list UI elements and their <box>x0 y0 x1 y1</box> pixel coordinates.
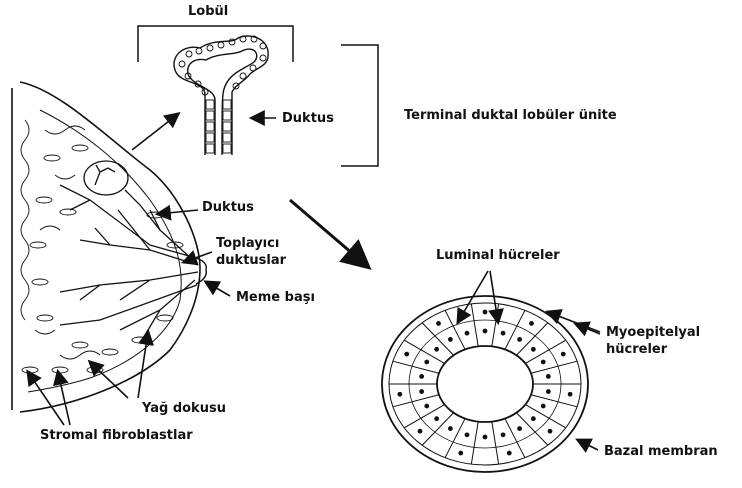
duct-branch-3 <box>125 190 195 262</box>
myoepithelial-nucleus <box>548 429 553 434</box>
luminal-nucleus <box>541 404 546 409</box>
luminal-nucleus <box>541 360 546 365</box>
cell-wall <box>531 361 577 373</box>
duct-cross-section <box>382 296 588 472</box>
myoepithelial-nucleus <box>436 321 441 326</box>
cell-wall <box>492 304 499 347</box>
luminal-nucleus <box>517 426 522 431</box>
arrow-bazal <box>578 440 598 450</box>
luminal-nucleus <box>465 432 470 437</box>
cell-wall <box>505 310 525 349</box>
cell-wall <box>404 405 444 428</box>
arrow-stromal-2 <box>58 372 70 425</box>
luminal-nucleus <box>448 426 453 431</box>
nipple <box>196 258 206 284</box>
arrow-yag-2 <box>138 332 148 398</box>
label-meme-basi: Meme başı <box>236 290 315 306</box>
arrow-myo-2 <box>576 324 600 334</box>
myoepithelial-nucleus <box>397 392 402 397</box>
luminal-nucleus <box>434 347 439 352</box>
luminal-nucleus <box>419 389 424 394</box>
cell-wall <box>471 304 478 347</box>
arrow-yag-1 <box>90 362 128 398</box>
luminal-nucleus <box>434 416 439 421</box>
cell-nuclei <box>397 310 572 456</box>
label-toplayici-2: duktuslar <box>216 253 286 269</box>
label-duktus-mid: Duktus <box>202 200 254 216</box>
luminal-nucleus <box>419 374 424 379</box>
luminal-nucleus <box>546 389 551 394</box>
myoepithelial-nucleus <box>507 451 512 456</box>
duct-branch-6 <box>60 285 197 325</box>
arrow-duktus-mid <box>158 210 198 214</box>
label-bazal-membran: Bazal membran <box>604 444 718 460</box>
cell-wall <box>471 422 478 465</box>
label-lobul: Lobül <box>188 4 228 20</box>
label-yag-dokusu: Yağ dokusu <box>142 401 226 417</box>
radial-cell-walls <box>389 304 581 464</box>
label-myoepitelyal-1: Myoepitelyal <box>606 325 700 341</box>
label-myoepitelyal-2: hücreler <box>606 342 667 358</box>
myoepithelial-nucleus <box>458 451 463 456</box>
myoepithelial-nucleus <box>561 352 566 357</box>
cell-wall <box>393 361 439 373</box>
label-toplayici-1: Toplayıcı <box>216 236 279 252</box>
label-tdlu: Terminal duktal lobüler ünite <box>404 108 617 124</box>
luminal-nucleus <box>448 337 453 342</box>
luminal-nucleus <box>531 416 536 421</box>
arrow-to-cross-section <box>290 200 367 266</box>
lobule-icon <box>174 36 268 155</box>
cell-wall <box>525 340 565 363</box>
label-luminal: Luminal hücreler <box>436 248 560 264</box>
cell-wall <box>492 422 499 465</box>
luminal-nucleus <box>501 331 506 336</box>
luminal-nucleus <box>546 374 551 379</box>
luminal-nucleus <box>531 347 536 352</box>
luminal-nucleus <box>465 331 470 336</box>
arrow-stromal-1 <box>28 372 64 425</box>
myoepithelial-nucleus <box>568 392 573 397</box>
luminal-nucleus <box>517 337 522 342</box>
cell-wall <box>404 340 444 363</box>
duct-cells <box>206 100 231 153</box>
luminal-nucleus <box>483 329 488 334</box>
breast-section <box>12 82 206 412</box>
myoepithelial-nucleus <box>418 429 423 434</box>
luminal-nucleus <box>424 360 429 365</box>
myoepithelial-nucleus <box>529 321 534 326</box>
myoepithelial-nucleus <box>483 310 488 315</box>
luminal-nucleus <box>501 432 506 437</box>
pointer-arrows <box>28 114 600 450</box>
luminal-nucleus <box>483 435 488 440</box>
cell-wall <box>525 405 565 428</box>
lobule-circle <box>84 161 128 195</box>
tdlu-bracket <box>341 45 378 166</box>
arrow-meme-basi <box>206 282 230 296</box>
label-duktus-top: Duktus <box>282 111 334 127</box>
label-stromal: Stromal fibroblastlar <box>40 428 193 444</box>
luminal-nucleus <box>424 404 429 409</box>
arrow-lobule-up <box>132 114 178 150</box>
myoepithelial-nucleus <box>404 352 409 357</box>
lobule-cells <box>179 36 266 95</box>
